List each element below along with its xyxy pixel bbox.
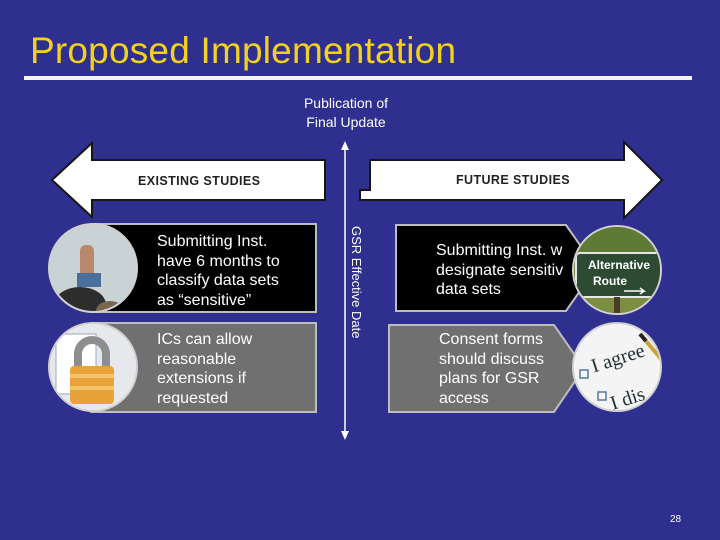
padlock-icon bbox=[48, 322, 138, 412]
text-line: requested bbox=[157, 389, 229, 407]
text-line: reasonable bbox=[157, 350, 237, 368]
raised-hand-image bbox=[48, 223, 138, 313]
text-line: ICs can allow bbox=[157, 331, 253, 348]
text-line: Submitting Inst. bbox=[157, 233, 268, 250]
title-divider bbox=[24, 76, 692, 80]
publication-label: Publication of Final Update bbox=[286, 94, 406, 132]
text-line: Consent forms bbox=[439, 331, 544, 348]
text-line: classify data sets bbox=[157, 272, 279, 289]
page-number: 28 bbox=[670, 514, 682, 525]
existing-item-2: ICs can allow reasonable extensions if r… bbox=[90, 322, 317, 413]
text-line: data sets bbox=[436, 281, 501, 298]
future-studies-arrow bbox=[359, 139, 664, 221]
timeline-arrowhead-top bbox=[341, 141, 349, 150]
future-item-1-text: Submitting Inst. w designate sensitiv da… bbox=[436, 241, 563, 300]
sign-line-2: Route bbox=[593, 274, 627, 288]
publication-label-line2: Final Update bbox=[306, 114, 386, 130]
timeline-arrowhead-bottom bbox=[341, 431, 349, 440]
consent-form-image: I agree I dis bbox=[572, 322, 662, 412]
text-line: should discuss bbox=[439, 350, 544, 368]
future-item-2-text: Consent forms should discuss plans for G… bbox=[439, 330, 544, 408]
text-line: designate sensitiv bbox=[436, 261, 564, 279]
future-studies-label: FUTURE STUDIES bbox=[456, 173, 570, 187]
text-line: plans for GSR bbox=[439, 370, 540, 387]
existing-item-1-text: Submitting Inst. have 6 months to classi… bbox=[157, 232, 280, 310]
future-box-2-shape bbox=[388, 324, 586, 413]
existing-item-2-text: ICs can allow reasonable extensions if r… bbox=[157, 330, 252, 408]
existing-studies-arrow bbox=[50, 140, 326, 220]
text-line: Submitting Inst. w bbox=[436, 242, 563, 259]
slide-title: Proposed Implementation bbox=[30, 30, 457, 71]
sign-line-1: Alternative bbox=[588, 258, 650, 272]
text-line: extensions if bbox=[157, 370, 246, 387]
text-line: as “sensitive” bbox=[157, 291, 252, 309]
text-line: access bbox=[439, 389, 489, 407]
alternative-route-sign-image: Alternative Route bbox=[572, 225, 662, 315]
effective-date-label: GSR Effective Date bbox=[349, 226, 364, 339]
publication-label-line1: Publication of bbox=[303, 95, 389, 111]
text-line: have 6 months to bbox=[157, 252, 280, 270]
existing-studies-label: EXISTING STUDIES bbox=[138, 174, 261, 188]
